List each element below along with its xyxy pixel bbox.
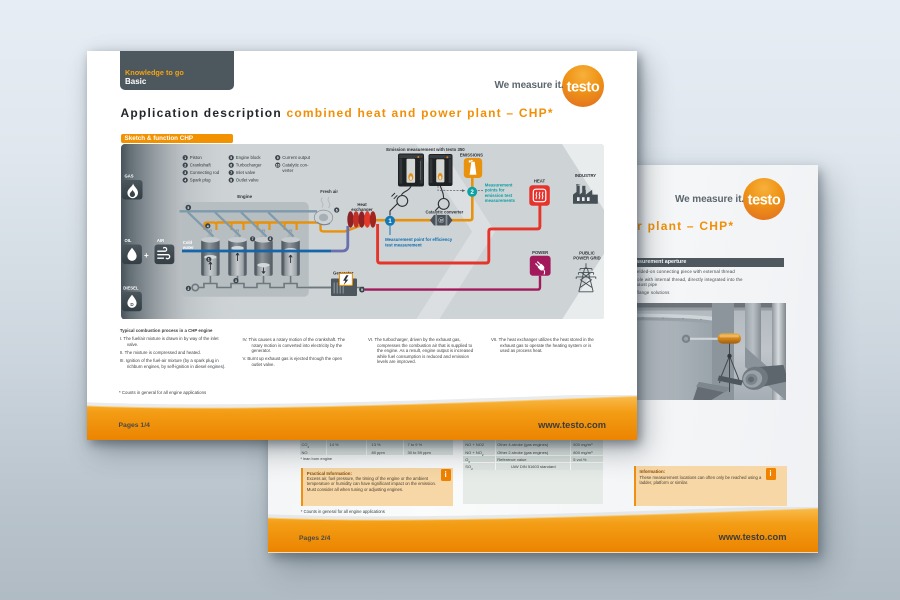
- svg-text:POWER GRID: POWER GRID: [573, 255, 600, 260]
- svg-text:Crankshaft: Crankshaft: [189, 162, 211, 167]
- svg-text:Spark plug: Spark plug: [189, 177, 210, 182]
- svg-text:D: D: [130, 301, 134, 306]
- svg-text:Emission measurement with test: Emission measurement with testo 350: [386, 147, 465, 152]
- svg-text:points for: points for: [484, 187, 504, 192]
- svg-text:1: 1: [207, 257, 209, 261]
- svg-text:Catalytic converter: Catalytic converter: [425, 209, 463, 214]
- svg-text:10: 10: [439, 218, 443, 222]
- svg-text:exchanger: exchanger: [351, 206, 373, 211]
- svg-text:testo: testo: [748, 193, 781, 209]
- svg-text:4: 4: [206, 224, 208, 228]
- svg-text:8: 8: [269, 237, 271, 241]
- svg-text:Measurement point for efficien: Measurement point for efficiency: [385, 237, 453, 242]
- svg-text:GAS: GAS: [124, 173, 133, 178]
- svg-text:measurements: measurements: [484, 198, 515, 203]
- svg-text:emission test: emission test: [484, 192, 512, 197]
- svg-text:Catalytic con-: Catalytic con-: [282, 162, 309, 167]
- svg-text:PUBLIC: PUBLIC: [579, 250, 595, 255]
- svg-text:Engine: Engine: [237, 194, 252, 199]
- svg-text:9: 9: [276, 155, 278, 159]
- svg-text:Measurement: Measurement: [484, 182, 512, 187]
- svg-text:8: 8: [230, 178, 232, 182]
- svg-text:1: 1: [184, 155, 186, 159]
- svg-text:Piston: Piston: [189, 155, 202, 160]
- svg-text:AIR: AIR: [156, 238, 163, 243]
- svg-text:10: 10: [275, 163, 279, 167]
- svg-text:4: 4: [184, 178, 186, 182]
- svg-text:EMISSIONS: EMISSIONS: [459, 152, 482, 157]
- svg-text:2: 2: [187, 286, 189, 290]
- svg-text:+: +: [144, 251, 149, 260]
- svg-text:3: 3: [235, 278, 237, 282]
- svg-text:7: 7: [230, 170, 232, 174]
- svg-text:Current output: Current output: [282, 155, 310, 160]
- svg-text:test measurement: test measurement: [385, 242, 422, 247]
- svg-text:Outlet valve: Outlet valve: [235, 177, 258, 182]
- svg-text:INDUSTRY: INDUSTRY: [574, 173, 595, 178]
- svg-text:Connecting rod: Connecting rod: [189, 170, 219, 175]
- svg-text:OIL: OIL: [124, 238, 131, 243]
- svg-text:Cold: Cold: [182, 240, 192, 245]
- svg-text:2: 2: [470, 190, 474, 196]
- svg-text:Fresh air: Fresh air: [320, 189, 338, 194]
- svg-text:water: water: [181, 244, 193, 249]
- svg-text:HEAT: HEAT: [533, 178, 545, 183]
- svg-text:Heat: Heat: [357, 202, 367, 207]
- svg-text:testo: testo: [567, 79, 600, 95]
- svg-text:5: 5: [187, 205, 189, 209]
- svg-text:POWER: POWER: [532, 249, 548, 254]
- svg-text:9: 9: [361, 288, 363, 292]
- svg-text:Turbocharger: Turbocharger: [235, 162, 261, 167]
- svg-text:6: 6: [230, 163, 232, 167]
- svg-text:DIESEL: DIESEL: [123, 285, 139, 290]
- svg-text:Inlet valve: Inlet valve: [235, 170, 255, 175]
- svg-text:1: 1: [388, 219, 392, 225]
- svg-text:5: 5: [230, 155, 232, 159]
- svg-text:verter: verter: [282, 167, 294, 172]
- svg-text:3: 3: [184, 170, 186, 174]
- svg-text:6: 6: [335, 208, 337, 212]
- svg-text:7: 7: [251, 237, 253, 241]
- svg-text:Engine block: Engine block: [235, 155, 261, 160]
- svg-text:2: 2: [184, 163, 186, 167]
